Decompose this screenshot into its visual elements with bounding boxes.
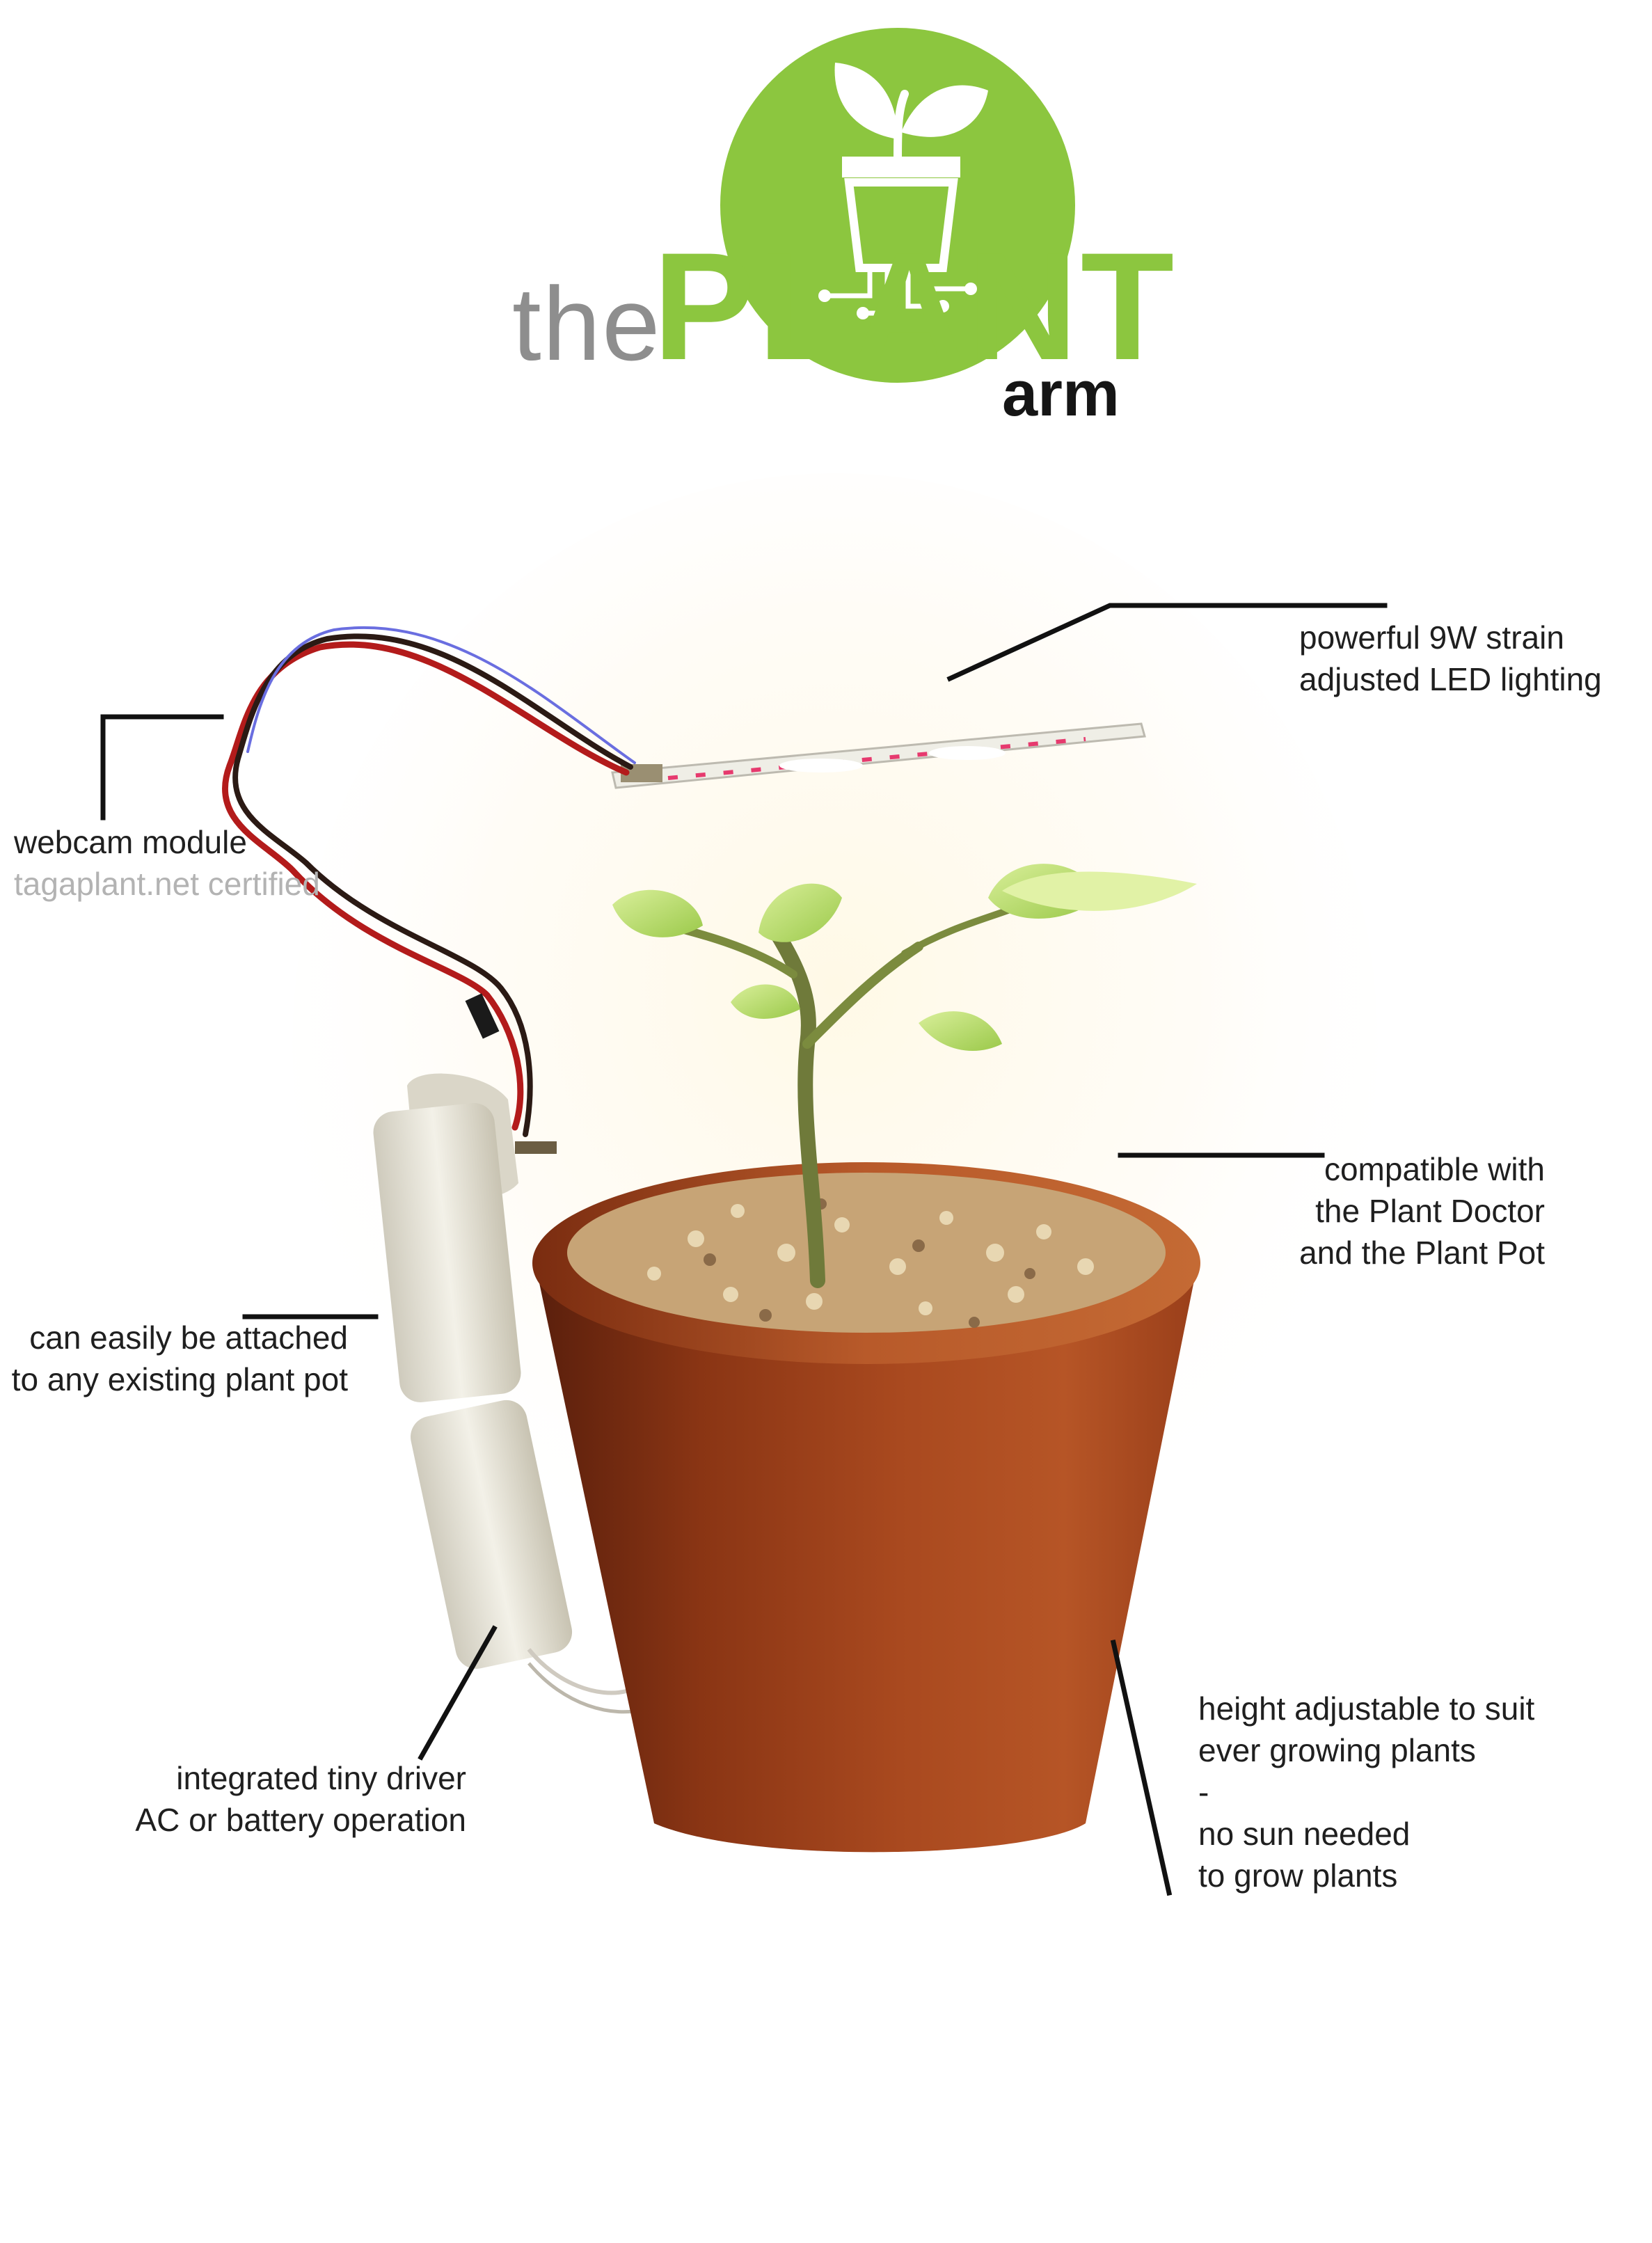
- gooseneck-wires: [222, 626, 636, 1137]
- callout-height-line4: no sun needed: [1198, 1816, 1411, 1852]
- callout-height-line1: height adjustable to suit: [1198, 1690, 1535, 1727]
- callout-compatible-line3: and the Plant Pot: [1299, 1235, 1545, 1271]
- callout-driver: integrated tiny driver AC or battery ope…: [70, 1757, 466, 1841]
- title-plant: PLANT: [653, 221, 1177, 392]
- callout-compatible: compatible with the Plant Doctor and the…: [1148, 1148, 1545, 1274]
- callout-height: height adjustable to suit ever growing p…: [1198, 1688, 1534, 1896]
- callout-driver-line1: integrated tiny driver: [176, 1760, 466, 1796]
- callout-compatible-line1: compatible with: [1324, 1151, 1545, 1187]
- callout-compatible-line2: the Plant Doctor: [1315, 1193, 1545, 1229]
- title-arm: arm: [1002, 358, 1120, 429]
- callout-led-line2: adjusted LED lighting: [1299, 661, 1602, 697]
- plant-pot-logo-icon: [720, 28, 1075, 383]
- callout-height-line2: ever growing plants: [1198, 1732, 1476, 1768]
- callout-webcam: webcam module tagaplant.net certified: [14, 821, 320, 905]
- callout-height-line3: -: [1198, 1774, 1209, 1810]
- sapling: [612, 864, 1197, 1288]
- led-bar: [611, 722, 1146, 789]
- title-the: the: [512, 265, 662, 382]
- callout-attach-line1: can easily be attached: [29, 1319, 348, 1356]
- terracotta-pot: [532, 1162, 1200, 1853]
- callout-attach-line2: to any existing plant pot: [11, 1361, 348, 1397]
- leader-lines: [100, 603, 1388, 1896]
- callout-driver-line2: AC or battery operation: [135, 1802, 466, 1838]
- callout-webcam-line1: webcam module: [14, 824, 247, 860]
- driver-tube: [373, 1073, 648, 1714]
- callout-height-line5: to grow plants: [1198, 1857, 1398, 1894]
- callout-attach: can easily be attached to any existing p…: [0, 1317, 348, 1400]
- callout-led-lighting: powerful 9W strain adjusted LED lighting: [1299, 617, 1602, 700]
- callout-led-line1: powerful 9W strain: [1299, 619, 1564, 656]
- callout-webcam-line2: tagaplant.net certified: [14, 866, 320, 902]
